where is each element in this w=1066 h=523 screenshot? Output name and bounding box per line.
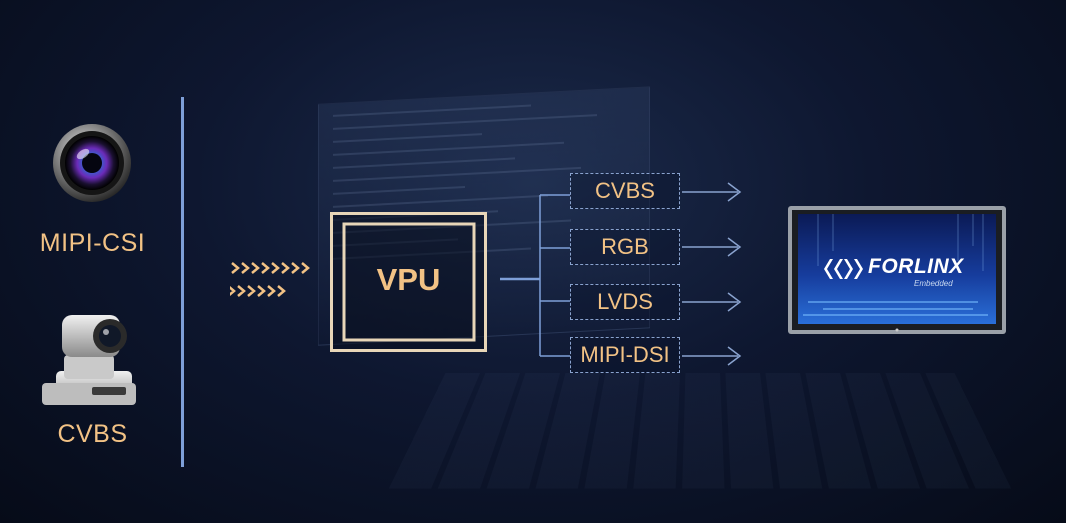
source-label-mipi-csi: MIPI-CSI xyxy=(39,229,146,257)
ptz-camera-icon xyxy=(36,313,142,409)
source-label-cvbs: CVBS xyxy=(57,420,128,448)
vertical-divider xyxy=(181,97,184,467)
brand-name: FORLINX xyxy=(868,255,964,278)
output-mipi-dsi: MIPI-DSI xyxy=(570,337,680,373)
input-arrows xyxy=(230,262,310,297)
output-cvbs: CVBS xyxy=(570,173,680,209)
vpu-label: VPU xyxy=(376,262,441,297)
camera-lens-icon xyxy=(52,123,132,203)
output-lvds: LVDS xyxy=(570,284,680,320)
output-rgb: RGB xyxy=(570,229,680,265)
vpu-chip-box xyxy=(330,212,487,352)
background-keyboard xyxy=(388,372,1012,489)
brand-tagline: Embedded xyxy=(914,279,953,288)
output-arrows xyxy=(682,182,742,366)
monitor-icon xyxy=(788,206,1006,334)
forlinx-logo-icon xyxy=(824,259,863,279)
connector-lines xyxy=(500,194,570,357)
